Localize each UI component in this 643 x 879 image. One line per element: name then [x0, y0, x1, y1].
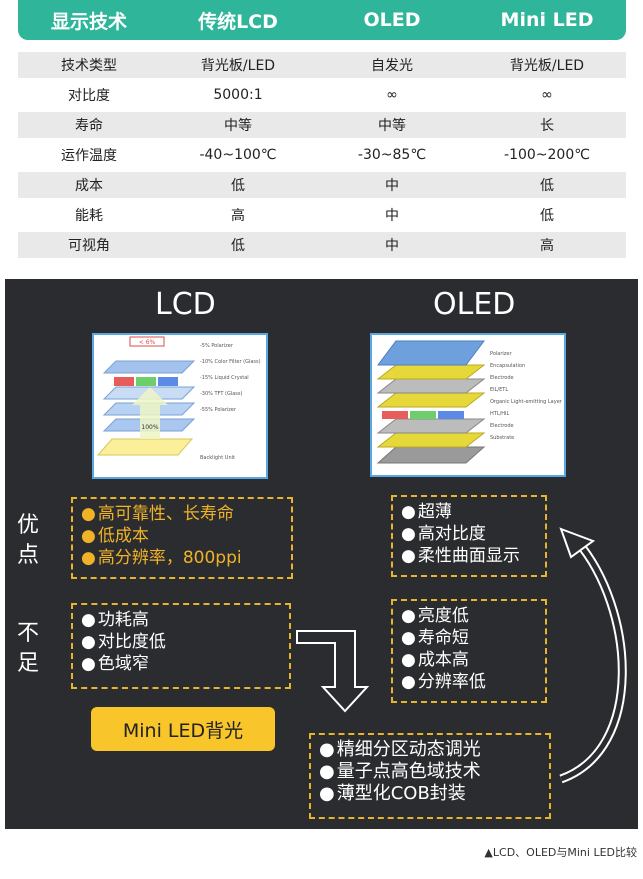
table-row: 能耗 高 中 低	[18, 202, 626, 228]
lcd-top-badge: < 6%	[139, 339, 156, 346]
lcd-pros-box: 高可靠性、长寿命 低成本 高分辨率，800ppi	[71, 497, 293, 579]
oled-layer-label: Organic Light-emitting Layer	[490, 399, 563, 405]
table-cell: 背光板/LED	[509, 58, 585, 74]
lcd-title: LCD	[155, 287, 216, 322]
oled-cons-box: 亮度低 寿命短 成本高 分辨率低	[391, 599, 547, 703]
lcd-arrow-label: 100%	[141, 424, 158, 431]
table-cell: 运作温度	[61, 148, 117, 164]
table-cell: 低	[540, 208, 554, 224]
oled-title: OLED	[433, 287, 516, 322]
table-cell: 高	[231, 208, 245, 224]
table-cell: -100~200℃	[504, 147, 590, 163]
disadvantages-label: 不 足	[17, 619, 43, 679]
table-cell: 5000:1	[213, 87, 263, 103]
table-cell: ∞	[541, 87, 553, 103]
table-cell: 能耗	[75, 208, 103, 224]
oled-layer-label: Encapsulation	[490, 363, 525, 369]
table-row: 对比度 5000:1 ∞ ∞	[18, 82, 626, 108]
advantages-label-char: 优	[17, 513, 40, 538]
table-cell: 成本	[75, 178, 103, 194]
list-item: 功耗高	[81, 609, 281, 631]
header-cell: 显示技术	[50, 10, 127, 33]
oled-layer-label: Electrode	[490, 423, 514, 429]
table-cell: 可视角	[68, 238, 110, 254]
header-cell: OLED	[363, 9, 421, 31]
table-cell: 中	[385, 178, 399, 194]
list-item: 高可靠性、长寿命	[81, 503, 283, 525]
list-item: 高分辨率，800ppi	[81, 547, 283, 569]
down-arrow-icon	[296, 630, 370, 713]
table-row: 运作温度 -40~100℃ -30~85℃ -100~200℃	[18, 142, 626, 168]
table-body: 技术类型 背光板/LED 自发光 背光板/LED 对比度 5000:1 ∞ ∞ …	[18, 52, 626, 258]
header-cell: Mini LED	[500, 9, 594, 31]
table-header: 显示技术 传统LCD OLED Mini LED	[18, 0, 626, 40]
curved-arrow-head-icon	[559, 527, 596, 559]
lcd-layer-label: -10% Color Filter (Glass)	[200, 359, 261, 365]
table-cell: 寿命	[75, 118, 103, 134]
oled-layer-label: HTL/HIL	[490, 411, 510, 417]
table-cell: 自发光	[371, 58, 413, 74]
list-item: 分辨率低	[401, 671, 537, 693]
advantages-label: 优 点	[17, 511, 43, 571]
lcd-layer-label: Backlight Unit	[200, 455, 235, 461]
oled-layer-label: Electrode	[490, 375, 514, 381]
table-row: 技术类型 背光板/LED 自发光 背光板/LED	[18, 52, 626, 78]
table-row: 寿命 中等 中等 长	[18, 112, 626, 138]
list-item: 亮度低	[401, 605, 537, 627]
lcd-layer-label: -5% Polarizer	[200, 343, 234, 349]
comparison-table: 显示技术 传统LCD OLED Mini LED 技术类型 背光板/LED 自发…	[18, 0, 626, 262]
lcd-cons-box: 功耗高 对比度低 色域窄	[71, 603, 291, 689]
list-item: 精细分区动态调光	[319, 739, 541, 761]
list-item: 成本高	[401, 649, 537, 671]
lcd-layer-label: -15% Liquid Crystal	[200, 375, 249, 381]
table-cell: 高	[540, 238, 554, 254]
disadvantages-label-char: 不	[17, 621, 40, 646]
table-cell: 低	[231, 178, 245, 194]
table-cell: -40~100℃	[199, 147, 277, 163]
table-cell: 技术类型	[61, 58, 117, 74]
table-row: 可视角 低 中 高	[18, 232, 626, 258]
list-item: 色域窄	[81, 653, 281, 675]
header-cell: 传统LCD	[198, 10, 278, 33]
table-cell: 低	[540, 178, 554, 194]
list-item: 寿命短	[401, 627, 537, 649]
table-cell: 中等	[224, 118, 252, 134]
figure-caption: ▲LCD、OLED与Mini LED比较	[484, 846, 637, 859]
comparison-infographic: LCD OLED < 6% 100% -5% Polarizer -10% Co…	[5, 279, 638, 829]
table-cell: 中等	[378, 118, 406, 134]
mini-led-badge: Mini LED背光	[91, 707, 275, 751]
table-cell: 中	[385, 238, 399, 254]
list-item: 低成本	[81, 525, 283, 547]
list-item: 薄型化COB封装	[319, 783, 541, 805]
table-cell: 长	[540, 118, 554, 134]
table-row: 成本 低 中 低	[18, 172, 626, 198]
oled-pros-box: 超薄 高对比度 柔性曲面显示	[391, 495, 547, 577]
mini-led-features-box: 精细分区动态调光 量子点高色域技术 薄型化COB封装	[309, 733, 551, 819]
lcd-layer-label: -30% TFT (Glass)	[200, 391, 242, 397]
list-item: 柔性曲面显示	[401, 545, 537, 567]
table-cell: 中	[385, 208, 399, 224]
oled-layer-label: Substrate	[490, 435, 514, 441]
oled-layer-label: EIL/ETL	[490, 387, 508, 393]
curved-arrow-icon	[559, 538, 627, 784]
disadvantages-label-char: 足	[17, 651, 40, 676]
list-item: 高对比度	[401, 523, 537, 545]
oled-layer-label: Polarizer	[490, 351, 512, 357]
table-cell: 对比度	[68, 88, 110, 104]
table-cell: 背光板/LED	[200, 58, 276, 74]
lcd-layer-label: -55% Polarizer	[200, 407, 237, 413]
list-item: 量子点高色域技术	[319, 761, 541, 783]
oled-layer-diagram: Polarizer Encapsulation Electrode EIL/ET…	[370, 333, 566, 477]
lcd-layer-diagram: < 6% 100% -5% Polarizer -10% Color Filte…	[92, 333, 268, 479]
list-item: 超薄	[401, 501, 537, 523]
table-cell: -30~85℃	[357, 147, 427, 163]
advantages-label-char: 点	[17, 543, 40, 568]
table-cell: ∞	[386, 87, 398, 103]
table-cell: 低	[231, 238, 245, 254]
list-item: 对比度低	[81, 631, 281, 653]
